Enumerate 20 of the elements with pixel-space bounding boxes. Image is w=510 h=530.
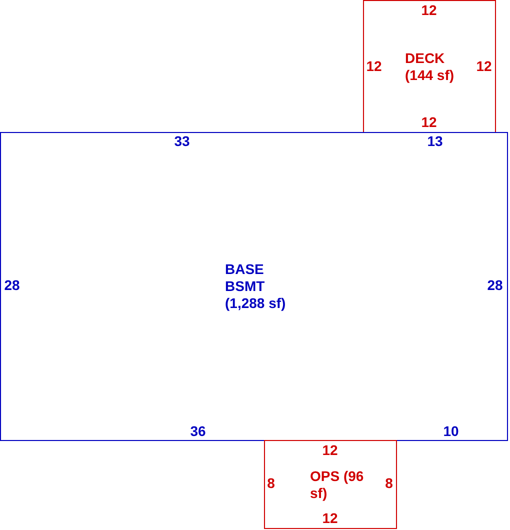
- dimension-label: 12: [322, 442, 338, 458]
- dimension-label: 12: [421, 114, 437, 130]
- dimension-label: 12: [322, 510, 338, 526]
- room-label: DECK (144 sf): [405, 50, 456, 84]
- dimension-label: 28: [487, 277, 503, 293]
- room-outline: [363, 0, 496, 133]
- dimension-label: 13: [427, 133, 443, 149]
- dimension-label: 8: [267, 475, 275, 491]
- room-outline: [264, 440, 397, 529]
- dimension-label: 10: [443, 423, 459, 439]
- room-label: BASE BSMT (1,288 sf): [225, 261, 287, 312]
- dimension-label: 12: [366, 58, 382, 74]
- dimension-label: 12: [476, 58, 492, 74]
- room-outline: [0, 132, 508, 441]
- dimension-label: 33: [174, 133, 190, 149]
- dimension-label: 36: [190, 423, 206, 439]
- dimension-label: 12: [421, 2, 437, 18]
- dimension-label: 8: [385, 475, 393, 491]
- dimension-label: 28: [4, 277, 20, 293]
- room-label: OPS (96 sf): [310, 468, 365, 502]
